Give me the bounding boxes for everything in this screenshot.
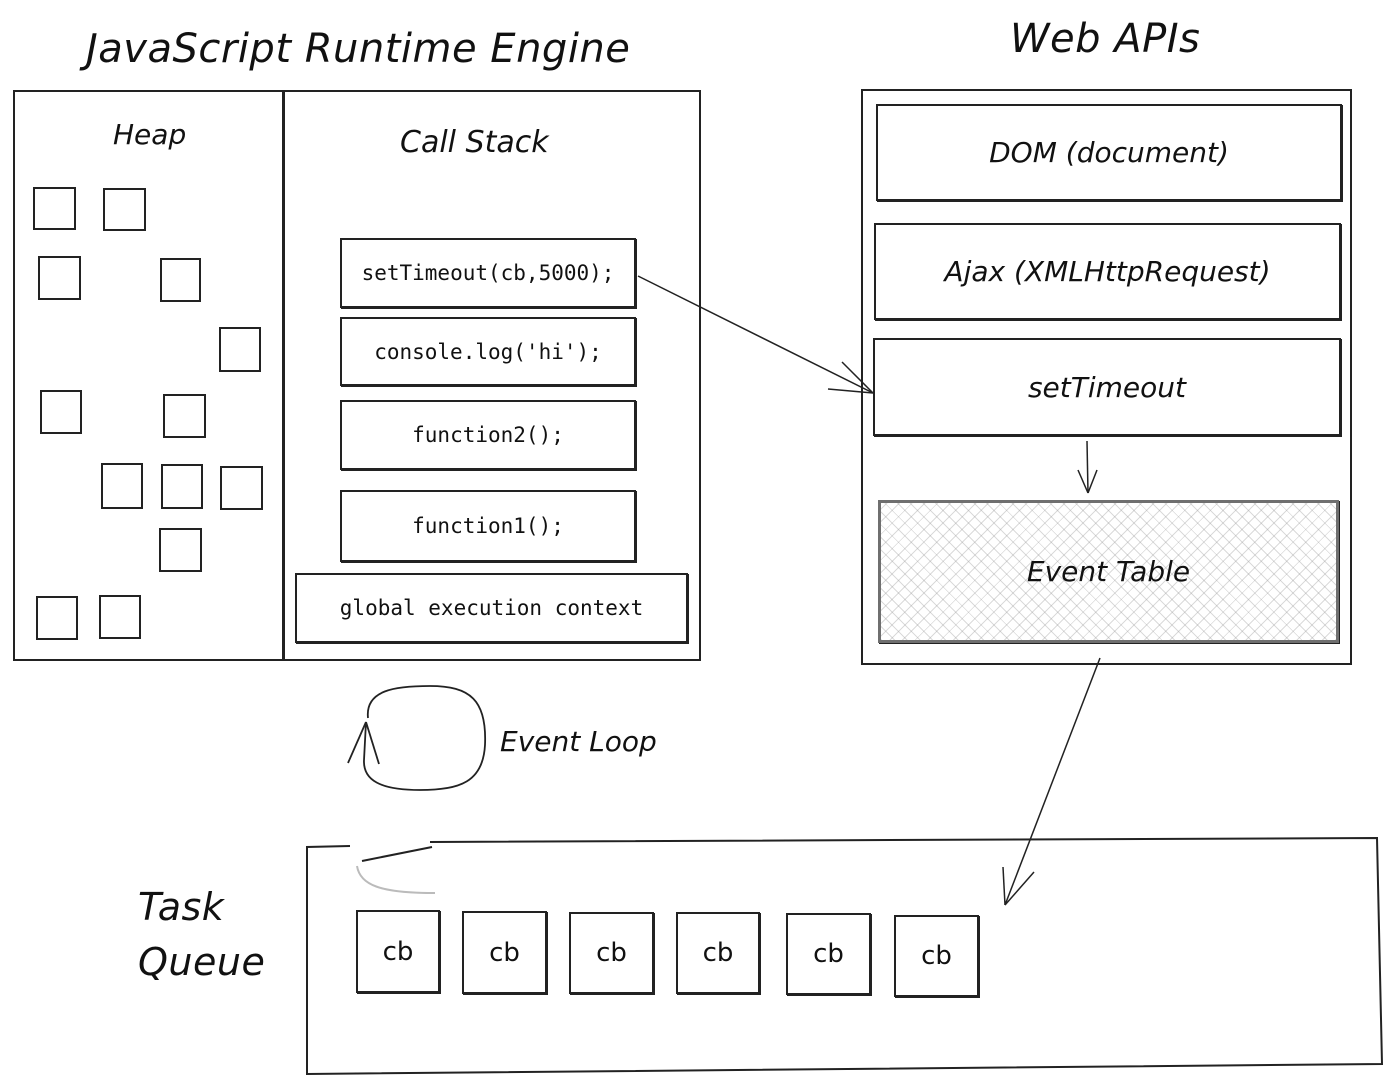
event-table-label: Event Table	[1026, 555, 1191, 588]
webapi-label: DOM (document)	[989, 136, 1229, 169]
heap-object	[103, 188, 146, 231]
webapi-label: setTimeout	[1027, 370, 1187, 404]
task-queue-item: cb	[462, 911, 547, 994]
stack-frame-label: global execution context	[339, 596, 644, 620]
heap-label: Heap	[113, 118, 187, 151]
stack-frame-function2: function2();	[340, 400, 636, 470]
stack-frame-label: function2();	[412, 423, 564, 447]
task-queue-item: cb	[786, 913, 871, 995]
runtime-title: JavaScript Runtime Engine	[86, 26, 631, 72]
task-queue-item: cb	[569, 912, 654, 994]
task-item-label: cb	[702, 938, 734, 968]
heap-object	[38, 256, 81, 300]
webapi-settimeout: setTimeout	[873, 338, 1341, 436]
call-stack-label: Call Stack	[400, 125, 549, 160]
stack-frame-label: function1();	[412, 514, 564, 538]
task-queue-outline	[306, 836, 1384, 1076]
heap-object	[219, 327, 261, 372]
stack-frame-function1: function1();	[340, 490, 636, 562]
event-table: Event Table	[878, 500, 1339, 643]
heap-object	[36, 596, 78, 640]
stack-frame-label: setTimeout(cb,5000);	[361, 261, 615, 285]
task-item-label: cb	[382, 936, 414, 967]
stack-frame-label: console.log('hi');	[374, 339, 602, 364]
stack-frame-console-log: console.log('hi');	[340, 317, 636, 386]
webapi-label: Ajax (XMLHttpRequest)	[944, 255, 1271, 288]
webapis-title: Web APIs	[1010, 16, 1201, 62]
task-item-label: cb	[921, 941, 952, 971]
webapi-dom: DOM (document)	[876, 104, 1342, 201]
arrow-to-event-table	[1077, 440, 1098, 494]
task-queue-item: cb	[356, 910, 440, 993]
heap-object	[40, 390, 82, 434]
task-queue-label-queue: Queue	[138, 940, 266, 984]
heap-object	[159, 528, 202, 572]
heap-object	[163, 394, 206, 438]
event-loop-label: Event Loop	[500, 725, 657, 758]
arrow-to-webapi	[637, 275, 874, 394]
task-item-label: cb	[596, 938, 627, 968]
heap-object	[160, 258, 201, 302]
task-queue-label-task: Task	[138, 885, 225, 929]
heap-object	[220, 466, 263, 510]
arrow-to-task-queue	[1002, 657, 1101, 906]
task-item-label: cb	[489, 937, 520, 968]
stack-frame-settimeout: setTimeout(cb,5000);	[340, 238, 636, 308]
heap-object	[161, 464, 203, 509]
task-queue-item: cb	[894, 915, 979, 997]
heap-object	[99, 595, 141, 639]
event-loop-icon	[347, 685, 486, 791]
stack-frame-global-context: global execution context	[295, 573, 688, 643]
runtime-engine-container	[13, 90, 701, 661]
webapis-container	[861, 89, 1352, 665]
heap-divider	[282, 90, 285, 661]
heap-object	[33, 187, 76, 230]
webapi-ajax: Ajax (XMLHttpRequest)	[874, 223, 1341, 320]
task-item-label: cb	[813, 939, 844, 969]
heap-object	[101, 463, 143, 509]
task-queue-item: cb	[676, 912, 760, 994]
